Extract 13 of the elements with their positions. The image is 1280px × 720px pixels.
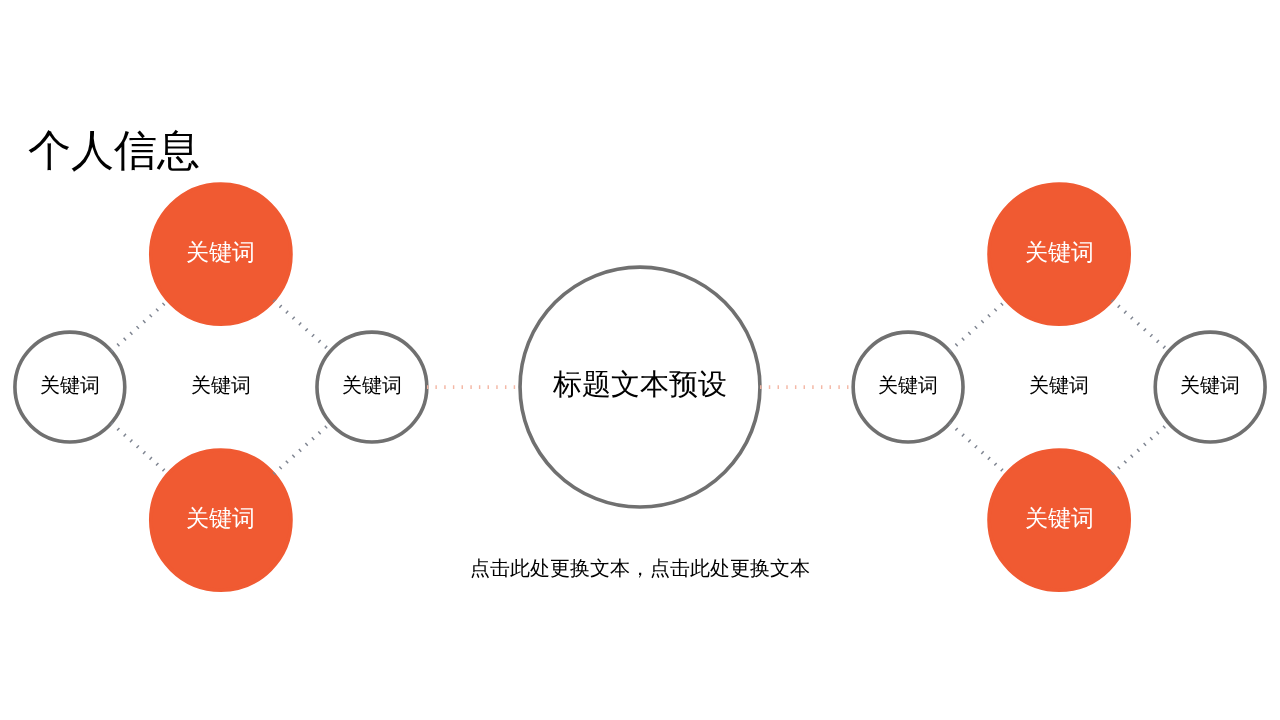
node-circle: 关键词 <box>315 330 429 444</box>
node-circle: 关键词 <box>148 182 293 327</box>
node-circle: 关键词 <box>851 330 965 444</box>
label: 关键词 <box>190 373 251 398</box>
caption: 点击此处更换文本，点击此处更换文本 <box>470 555 810 580</box>
node-circle: 关键词 <box>1153 330 1267 444</box>
node-circle: 标题文本预设 <box>518 265 762 509</box>
node-circle: 关键词 <box>148 448 293 592</box>
diagram-title: 个人信息 <box>27 125 200 176</box>
node-circle: 关键词 <box>987 448 1132 592</box>
node-circle: 关键词 <box>13 330 127 444</box>
node-circle: 关键词 <box>987 182 1132 327</box>
label: 关键词 <box>1029 373 1090 398</box>
